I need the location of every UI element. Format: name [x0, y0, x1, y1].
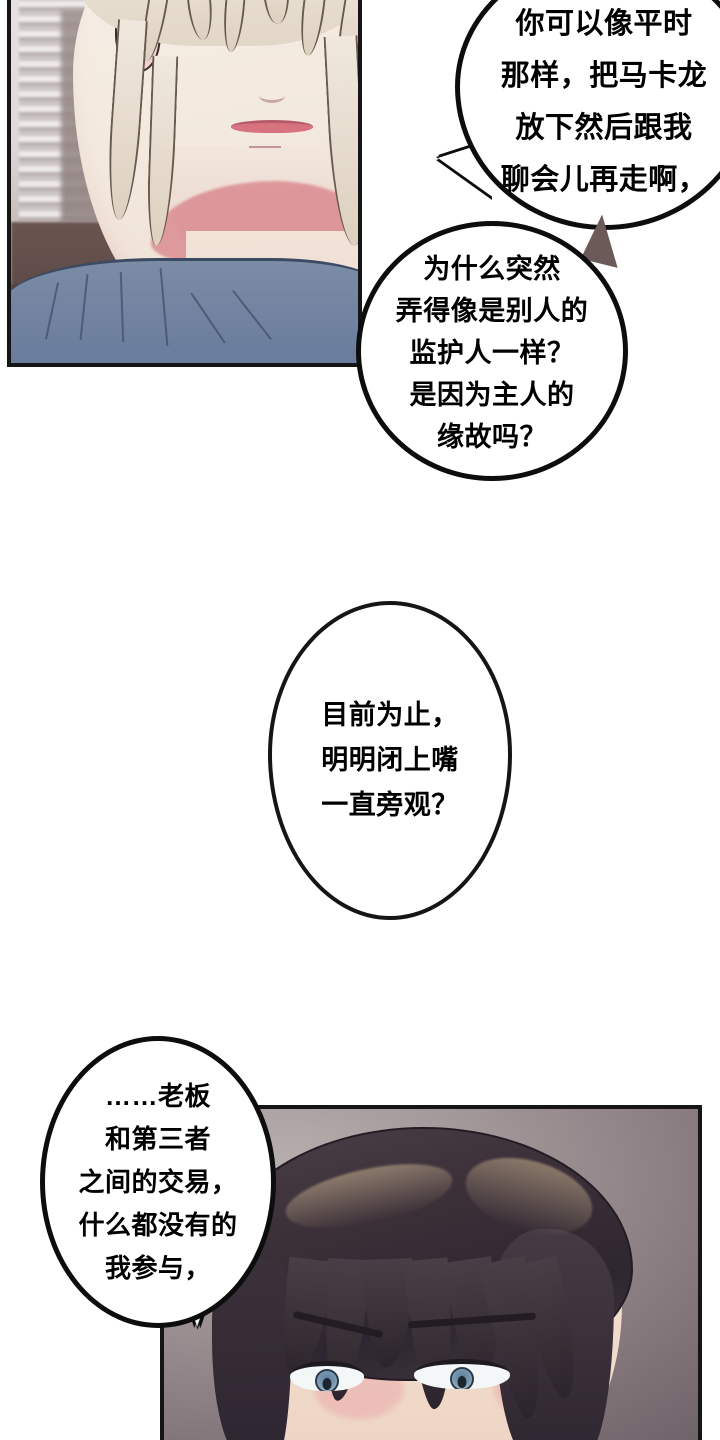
speech-bubble-3-text: 目前为止， 明明闭上嘴 一直旁观？ [321, 700, 459, 820]
character-iris-right-bottom [450, 1367, 474, 1389]
speech-bubble-1-text: 你可以像平时 那样，把马卡龙 放下然后跟我 聊会儿再走啊， [500, 8, 708, 196]
character-nose-top [259, 88, 285, 103]
speech-bubble-4[interactable]: ……老板 和第三者 之间的交易， 什么都没有的 我参与， [40, 1036, 276, 1328]
speech-bubble-2[interactable]: 为什么突然 弄得像是别人的 监护人一样？ 是因为主人的 缘故吗？ [356, 221, 628, 481]
character-shirt-top [11, 258, 358, 363]
comic-panel-bottom [160, 1105, 702, 1440]
character-lips-top [231, 120, 313, 133]
speech-bubble-3[interactable]: 目前为止， 明明闭上嘴 一直旁观？ [268, 601, 512, 920]
speech-bubble-4-text: ……老板 和第三者 之间的交易， 什么都没有的 我参与， [78, 1080, 238, 1283]
speech-bubble-1[interactable]: 你可以像平时 那样，把马卡龙 放下然后跟我 聊会儿再走啊， [455, 0, 720, 230]
speech-bubble-2-text: 为什么突然 弄得像是别人的 监护人一样？ 是因为主人的 缘故吗？ [395, 254, 589, 452]
character-eye-right-bottom [414, 1359, 510, 1389]
character-iris-left-bottom [315, 1369, 339, 1391]
character-eye-left-bottom [290, 1361, 364, 1391]
character-pupil-right-bottom [457, 1376, 467, 1388]
character-pupil-left-bottom [322, 1378, 332, 1390]
comic-panel-top [7, 0, 362, 367]
character-lower-lip-line-top [249, 146, 281, 148]
